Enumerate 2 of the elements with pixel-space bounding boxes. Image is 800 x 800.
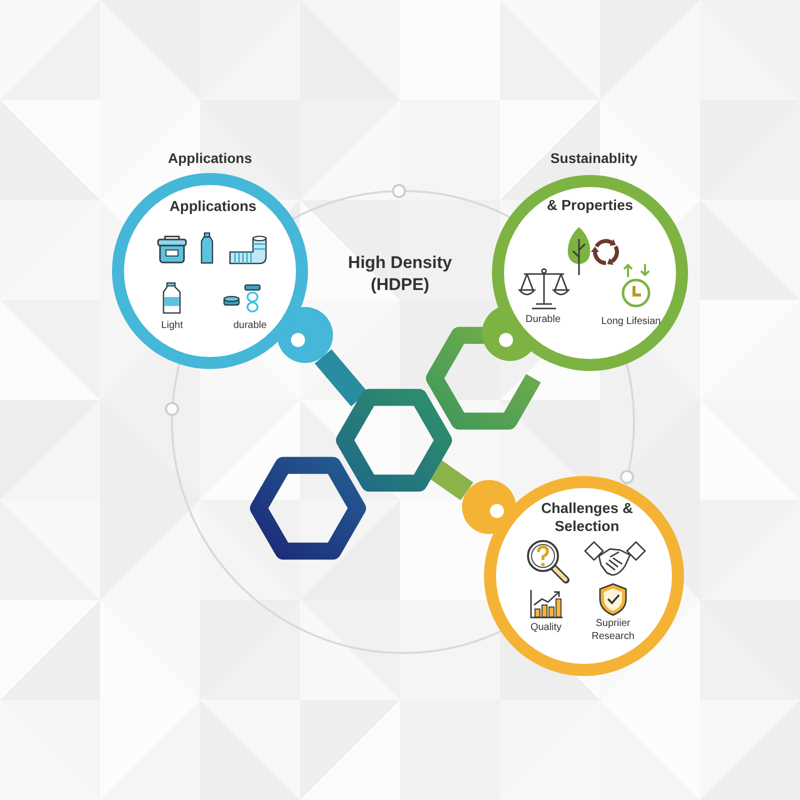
- section-heading: Sustainablity: [550, 150, 638, 168]
- section-heading: Applications: [168, 150, 252, 168]
